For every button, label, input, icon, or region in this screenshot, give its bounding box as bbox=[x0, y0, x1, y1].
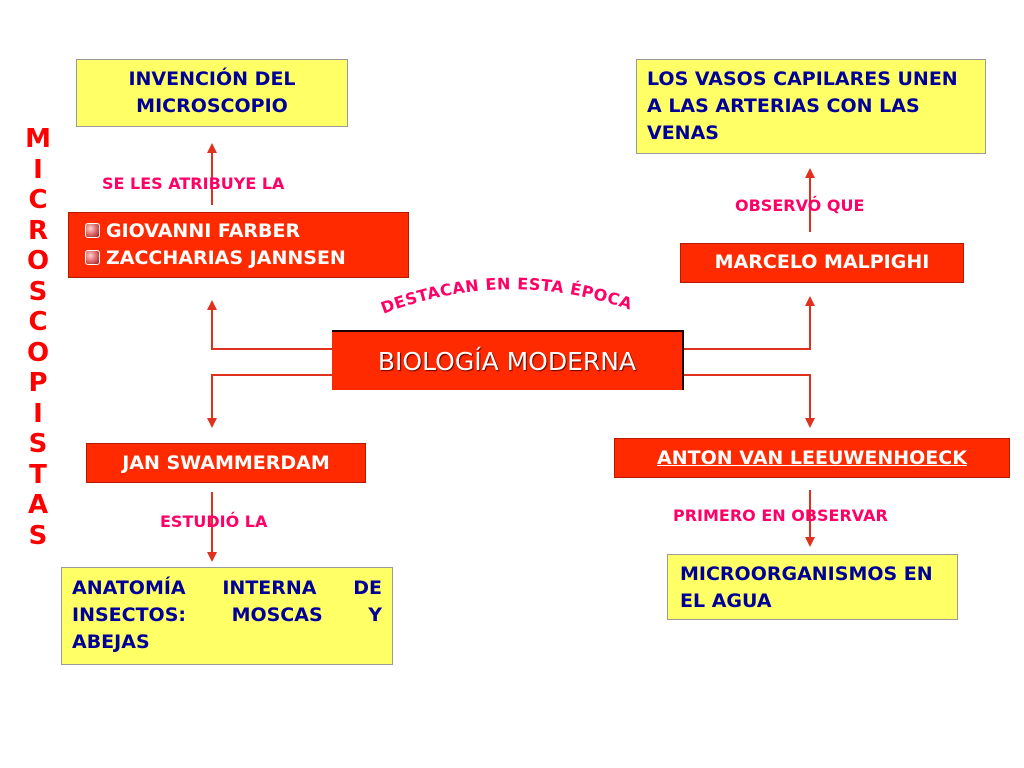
connector-center-to-swammerdam bbox=[207, 374, 332, 428]
center-node: BIOLOGÍA MODERNA bbox=[332, 330, 684, 390]
side-label-letter: S bbox=[28, 429, 48, 459]
side-label-letter: R bbox=[27, 215, 49, 246]
side-label-letter: A bbox=[27, 490, 49, 520]
side-label-letter: O bbox=[26, 246, 50, 276]
microorganismos-box: MICROORGANISMOS EN EL AGUA bbox=[667, 554, 958, 620]
person-item: GIOVANNI FARBER bbox=[85, 218, 398, 245]
side-label-letter: M bbox=[25, 124, 51, 154]
link-label-estudio: ESTUDIÓ LA bbox=[160, 512, 268, 531]
link-label-primero: PRIMERO EN OBSERVAR bbox=[673, 506, 888, 525]
link-label-atribuye: SE LES ATRIBUYE LA bbox=[102, 174, 285, 193]
side-label-letter: I bbox=[33, 154, 43, 185]
person-item: ZACCHARIAS JANNSEN bbox=[85, 245, 398, 272]
connector-center-to-malpighi bbox=[684, 296, 815, 350]
center-node-label: BIOLOGÍA MODERNA bbox=[377, 347, 637, 376]
flower-bullet-icon bbox=[85, 250, 100, 265]
invention-text: INVENCIÓN DEL MICROSCOPIO bbox=[128, 68, 296, 117]
side-label-letter: C bbox=[28, 307, 48, 337]
leeuwenhoeck-text: ANTON VAN LEEUWENHOECK bbox=[657, 447, 967, 469]
anatomia-box: ANATOMÍA INTERNA DE INSECTOS: MOSCAS Y A… bbox=[61, 567, 393, 665]
svg-text:DESTACAN EN ESTA ÉPOCA: DESTACAN EN ESTA ÉPOCA bbox=[378, 274, 635, 318]
side-label-letter: S bbox=[28, 276, 48, 307]
malpighi-text: MARCELO MALPIGHI bbox=[714, 251, 930, 273]
malpighi-box: MARCELO MALPIGHI bbox=[680, 243, 964, 283]
arc-label-text: DESTACAN EN ESTA ÉPOCA bbox=[378, 274, 634, 318]
side-label-letter: P bbox=[28, 368, 48, 398]
microorganismos-text: MICROORGANISMOS EN EL AGUA bbox=[680, 563, 933, 612]
swammerdam-text: JAN SWAMMERDAM bbox=[122, 452, 330, 474]
side-label-letter: O bbox=[26, 337, 50, 368]
side-label-letter: I bbox=[33, 398, 43, 429]
swammerdam-box: JAN SWAMMERDAM bbox=[86, 443, 366, 483]
capilares-text: LOS VASOS CAPILARES UNEN A LAS ARTERIAS … bbox=[647, 68, 958, 144]
connector-center-to-leeuwenhoeck bbox=[684, 374, 815, 428]
side-label-letter: S bbox=[28, 520, 48, 551]
connector-center-to-farber bbox=[207, 300, 332, 350]
flower-bullet-icon bbox=[85, 223, 100, 238]
side-label-letter: C bbox=[28, 185, 48, 215]
farber-jannsen-box: GIOVANNI FARBER ZACCHARIAS JANNSEN bbox=[68, 212, 409, 278]
leeuwenhoeck-box: ANTON VAN LEEUWENHOECK bbox=[614, 438, 1010, 478]
person-name: GIOVANNI FARBER bbox=[106, 220, 301, 242]
invention-box: INVENCIÓN DEL MICROSCOPIO bbox=[76, 59, 348, 127]
person-name: ZACCHARIAS JANNSEN bbox=[106, 247, 346, 269]
link-label-observo: OBSERVÓ QUE bbox=[735, 196, 865, 215]
side-label-letter: T bbox=[29, 459, 47, 490]
capilares-box: LOS VASOS CAPILARES UNEN A LAS ARTERIAS … bbox=[636, 59, 986, 154]
anatomia-text: ANATOMÍA INTERNA DE INSECTOS: MOSCAS Y A… bbox=[72, 577, 382, 653]
